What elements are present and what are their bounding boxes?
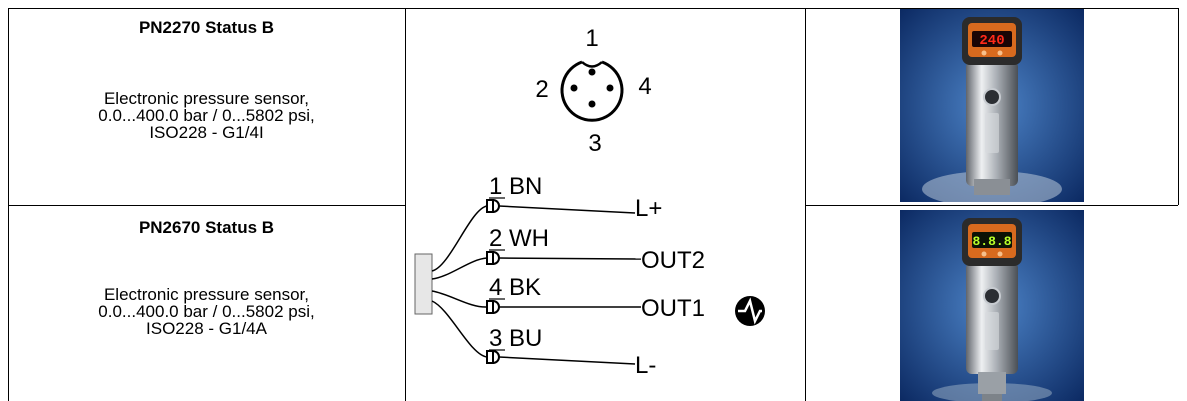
switching-output-icon [735,296,765,326]
connector-face-icon [560,60,624,122]
signal-label: OUT1 [641,295,705,322]
table-left-border [8,8,9,401]
product-description-line: Electronic pressure sensor, [103,89,310,108]
table-top-border [8,8,1178,9]
display-readout: 8.8.8 [972,234,1011,249]
product-title: PN2670 Status B [138,218,275,237]
row-divider-left [8,205,405,206]
connector-pin-dots [570,68,614,108]
column-divider-2 [805,8,806,401]
product-description-line: ISO228 - G1/4I [149,123,264,142]
row-divider-right [805,205,1178,206]
pin-number: 3 [588,130,601,157]
product-photo-2: 8.8.8 [900,210,1084,401]
pin-number: 2 [535,76,548,103]
pin-number: 4 [638,73,651,100]
wire-label: 2 WH [489,225,549,252]
product-cell-1: PN2270 Status B Electronic pressure sens… [9,18,404,141]
product-description-line: 0.0...400.0 bar / 0...5802 psi, [98,302,315,321]
wire-label: 3 BU [489,325,542,352]
product-cell-2: PN2670 Status B Electronic pressure sens… [9,218,404,337]
cable-block [414,253,433,315]
column-divider-1 [405,8,406,401]
table-right-border [1178,8,1179,205]
signal-label: L- [635,352,656,379]
signal-lines [498,205,642,365]
signal-label: OUT2 [641,247,705,274]
connector-pinout: 1 2 4 3 [535,25,651,157]
product-photo-1: 240 [900,9,1084,202]
cable-wires [431,205,488,358]
wire-label: 1 BN [489,173,542,200]
pin-number: 1 [585,25,598,52]
wire-label: 4 BK [489,274,541,301]
display-readout: 240 [979,33,1004,49]
wiring-diagram: 1 2 4 3 [414,25,765,379]
product-description-line: Electronic pressure sensor, [103,285,310,304]
product-description-line: ISO228 - G1/4A [146,319,267,338]
signal-label: L+ [635,195,662,222]
product-title: PN2270 Status B [138,18,275,37]
product-description-line: 0.0...400.0 bar / 0...5802 psi, [98,106,315,125]
